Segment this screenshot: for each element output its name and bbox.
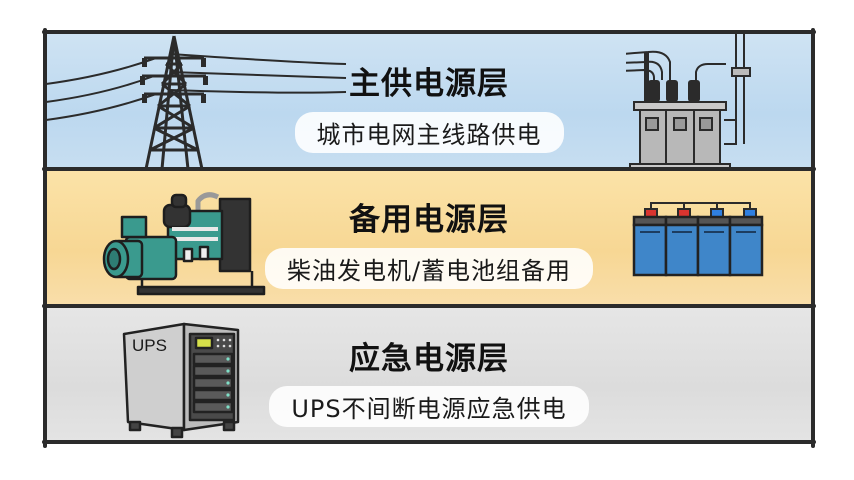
layer-subtitle: 城市电网主线路供电 [294, 112, 564, 153]
divider [42, 167, 816, 171]
power-layer-diagram: 主供电源层 城市电网主线路供电 [42, 28, 816, 448]
emergency-power-layer: UPS 应急电源层 UPS不间断电源应急供电 [46, 306, 812, 442]
layer-title: 备用电源层 [349, 202, 509, 238]
layer-title: 应急电源层 [349, 341, 509, 377]
primary-power-layer: 主供电源层 城市电网主线路供电 [46, 32, 812, 169]
ups-label: UPS [132, 336, 167, 355]
layer-subtitle: 柴油发电机/蓄电池组备用 [264, 248, 594, 289]
divider [42, 304, 816, 308]
backup-power-layer: 备用电源层 柴油发电机/蓄电池组备用 [46, 169, 812, 306]
divider [42, 30, 816, 34]
transmission-tower-icon [46, 35, 347, 169]
transformer-icon [626, 32, 751, 169]
border-right [811, 28, 815, 448]
ups-cabinet-icon: UPS [120, 318, 244, 440]
diesel-generator-icon [102, 192, 266, 296]
battery-bank-icon [632, 202, 764, 277]
border-left [43, 28, 47, 448]
layer-title: 主供电源层 [349, 66, 509, 102]
divider [42, 440, 816, 444]
layer-subtitle: UPS不间断电源应急供电 [269, 386, 589, 427]
